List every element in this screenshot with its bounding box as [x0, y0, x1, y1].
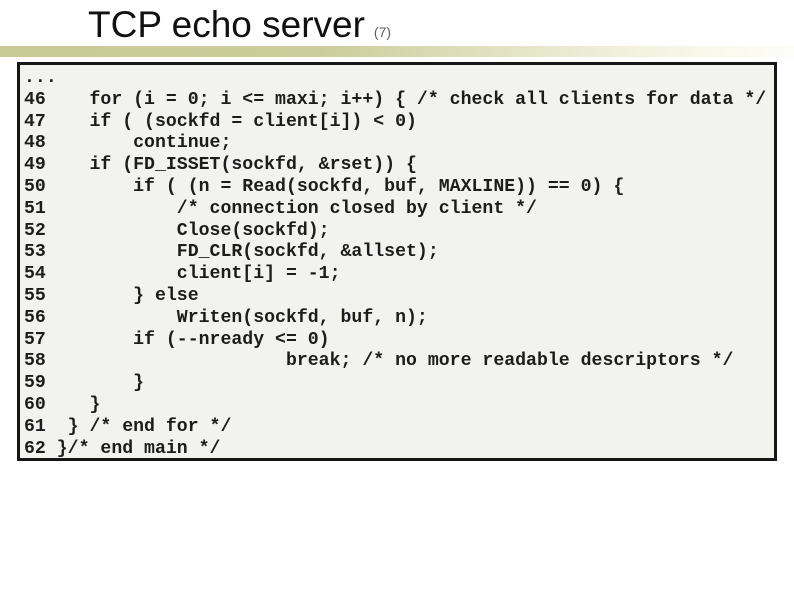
code-block: ...46 for (i = 0; i <= maxi; i++) { /* c… — [24, 68, 774, 459]
divider-bar — [0, 46, 794, 57]
slide-title-index: (7) — [373, 24, 392, 40]
code-line: 53 FD_CLR(sockfd, &allset); — [24, 242, 439, 263]
code-line: 52 Close(sockfd); — [24, 220, 330, 241]
code-line: 62 }/* end main */ — [24, 438, 221, 459]
code-line: 51 /* connection closed by client */ — [24, 198, 537, 219]
slide-title-row: TCP echo server (7) — [88, 4, 392, 46]
code-line: ... — [24, 68, 57, 88]
code-line: 50 if ( (n = Read(sockfd, buf, MAXLINE))… — [24, 176, 625, 197]
code-line: 58 break; /* no more readable descriptor… — [24, 351, 734, 372]
code-line: 49 if (FD_ISSET(sockfd, &rset)) { — [24, 155, 417, 176]
code-line: 55 } else — [24, 285, 199, 306]
slide-title: TCP echo server — [88, 4, 365, 45]
code-line: 59 } — [24, 373, 145, 394]
code-line: 46 for (i = 0; i <= maxi; i++) { /* chec… — [24, 89, 767, 110]
code-line: 47 if ( (sockfd = client[i]) < 0) — [24, 111, 417, 132]
code-line: 60 } — [24, 394, 101, 415]
code-panel: ...46 for (i = 0; i <= maxi; i++) { /* c… — [17, 62, 777, 461]
code-line: 57 if (--nready <= 0) — [24, 329, 330, 350]
code-line: 48 continue; — [24, 133, 232, 154]
code-line: 56 Writen(sockfd, buf, n); — [24, 307, 428, 328]
code-line: 54 client[i] = -1; — [24, 264, 341, 285]
code-line: 61 } /* end for */ — [24, 416, 232, 437]
